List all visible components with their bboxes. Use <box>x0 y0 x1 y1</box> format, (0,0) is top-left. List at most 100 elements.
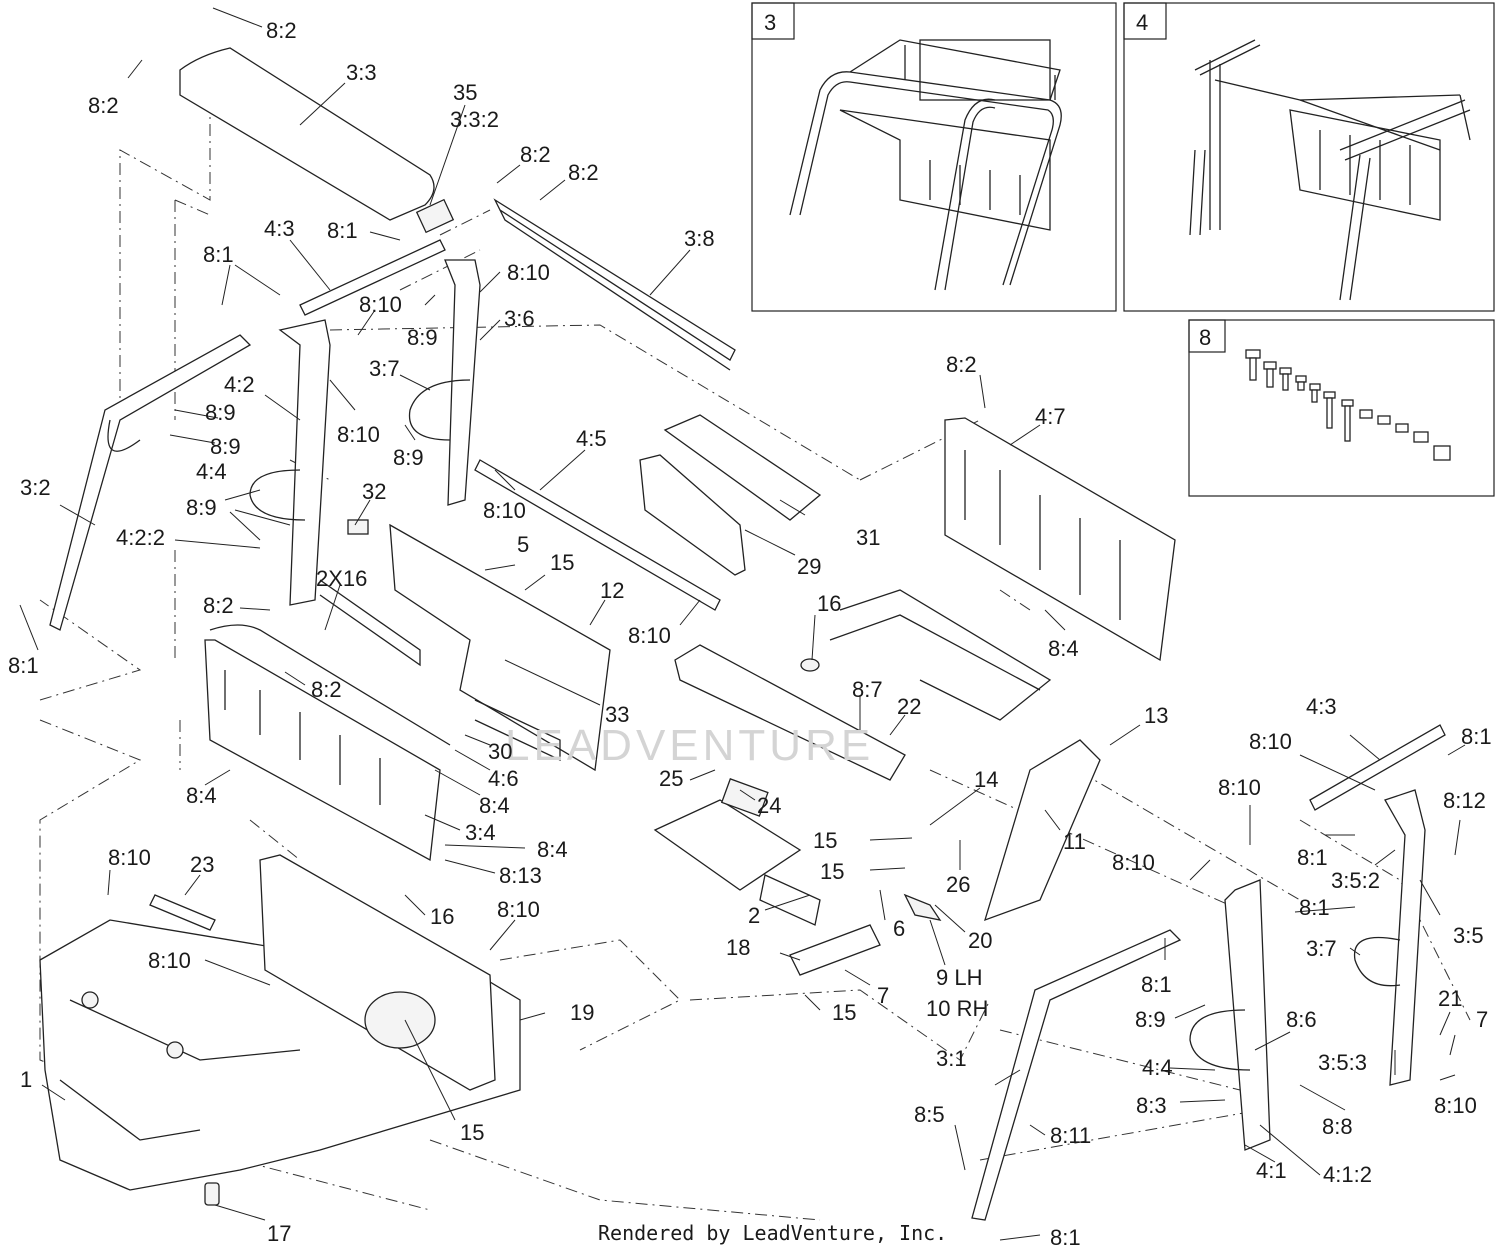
callout: 8:4 <box>1048 636 1079 661</box>
callout: 8:2 <box>568 160 599 185</box>
callout: 25 <box>659 766 683 791</box>
callout: 8:4 <box>537 837 568 862</box>
callout: 8:5 <box>914 1102 945 1127</box>
callout: 3:8 <box>684 226 715 251</box>
callout: 8:13 <box>499 863 542 888</box>
callout: 8:10 <box>359 292 402 317</box>
callout: 4:1:2 <box>1323 1162 1372 1187</box>
callout: 30 <box>488 739 512 764</box>
callout: 3:4 <box>465 820 496 845</box>
callout: 3:7 <box>1306 936 1337 961</box>
callout: 7 <box>877 983 889 1008</box>
callout: 15 <box>550 550 574 575</box>
callout: 20 <box>968 928 992 953</box>
callout: 15 <box>832 1000 856 1025</box>
callout: 8:1 <box>203 242 234 267</box>
callout: 23 <box>190 852 214 877</box>
callout: 19 <box>570 1000 594 1025</box>
callout: 4:3 <box>1306 694 1337 719</box>
callout: 8:10 <box>108 845 151 870</box>
callout: 3:5:2 <box>1331 868 1380 893</box>
callout: 26 <box>946 872 970 897</box>
callout: 8:10 <box>1434 1093 1477 1118</box>
callout: 4:4 <box>196 459 227 484</box>
callout: 17 <box>267 1221 291 1246</box>
callout: 15 <box>813 828 837 853</box>
callout: 8:9 <box>205 400 236 425</box>
callout: 8:7 <box>852 677 883 702</box>
callout: 2X16 <box>316 566 367 591</box>
callout: 8:10 <box>507 260 550 285</box>
callout: 14 <box>974 767 998 792</box>
callout: 4:6 <box>488 766 519 791</box>
callout: 8:2 <box>520 142 551 167</box>
callout: 16 <box>430 904 454 929</box>
inset-number: 4 <box>1136 10 1148 35</box>
callout: 31 <box>856 525 880 550</box>
callout: 4:2 <box>224 372 255 397</box>
callout: 8:2 <box>946 352 977 377</box>
inset-box-3: 3 <box>751 2 1117 312</box>
callout: 8:10 <box>1218 775 1261 800</box>
callout: 8:6 <box>1286 1007 1317 1032</box>
callout: 7 <box>1476 1007 1488 1032</box>
callout: 8:9 <box>407 325 438 350</box>
callout: 8:10 <box>148 948 191 973</box>
inset-box-4: 4 <box>1123 2 1495 312</box>
callout: 8:9 <box>1135 1007 1166 1032</box>
callout: 8:9 <box>210 434 241 459</box>
callout: 12 <box>600 578 624 603</box>
callout: 8:9 <box>393 445 424 470</box>
callout: 8:1 <box>1297 845 1328 870</box>
callout: 8:10 <box>1112 850 1155 875</box>
callout: 4:4 <box>1142 1055 1173 1080</box>
watermark: LEADVENTURE <box>505 721 874 770</box>
callout: 3:3 <box>346 60 377 85</box>
callout: 8:2 <box>203 593 234 618</box>
callout: 8:1 <box>1050 1225 1081 1250</box>
callout: 15 <box>820 859 844 884</box>
callout: 3:1 <box>936 1046 967 1071</box>
callout: 3:7 <box>369 356 400 381</box>
callout: 8:2 <box>311 677 342 702</box>
callout: 8:10 <box>483 498 526 523</box>
callout: 8:2 <box>266 18 297 43</box>
callout: 8:1 <box>1461 724 1492 749</box>
callout: 3:5 <box>1453 923 1484 948</box>
callout: 16 <box>817 591 841 616</box>
callout: 8:10 <box>1249 729 1292 754</box>
callout: 21 <box>1438 986 1462 1011</box>
inset-box-8: 8 <box>1188 319 1495 497</box>
callout: 2 <box>748 903 760 928</box>
callout: 3:3:2 <box>450 107 499 132</box>
callout: 8:12 <box>1443 788 1486 813</box>
callout: 11 <box>1063 829 1086 854</box>
callout: 4:5 <box>576 426 607 451</box>
callout: 18 <box>726 935 750 960</box>
inset-number: 3 <box>764 10 776 35</box>
part-shapes <box>39 47 1446 1221</box>
callout: 8:4 <box>479 793 510 818</box>
callout: 3:6 <box>504 306 535 331</box>
inset-number: 8 <box>1199 325 1211 350</box>
callout: 1 <box>20 1067 32 1092</box>
callout: 8:1 <box>1299 895 1330 920</box>
callout: 3:2 <box>20 475 51 500</box>
callout: 8:10 <box>628 623 671 648</box>
callout: 8:10 <box>337 422 380 447</box>
callout: 8:9 <box>186 495 217 520</box>
callout: 24 <box>757 793 781 818</box>
callout: 8:1 <box>8 653 39 678</box>
callout: 6 <box>893 916 905 941</box>
callout: 8:4 <box>186 783 217 808</box>
callout: 8:2 <box>88 93 119 118</box>
callout: 8:8 <box>1322 1114 1353 1139</box>
callout: 5 <box>517 532 529 557</box>
callout: 22 <box>897 694 921 719</box>
leader-lines <box>19 7 1466 1241</box>
callout: 8:1 <box>1141 972 1172 997</box>
callout: 10 RH <box>926 996 988 1021</box>
callout: 8:3 <box>1136 1093 1167 1118</box>
callout: 4:2:2 <box>116 525 165 550</box>
